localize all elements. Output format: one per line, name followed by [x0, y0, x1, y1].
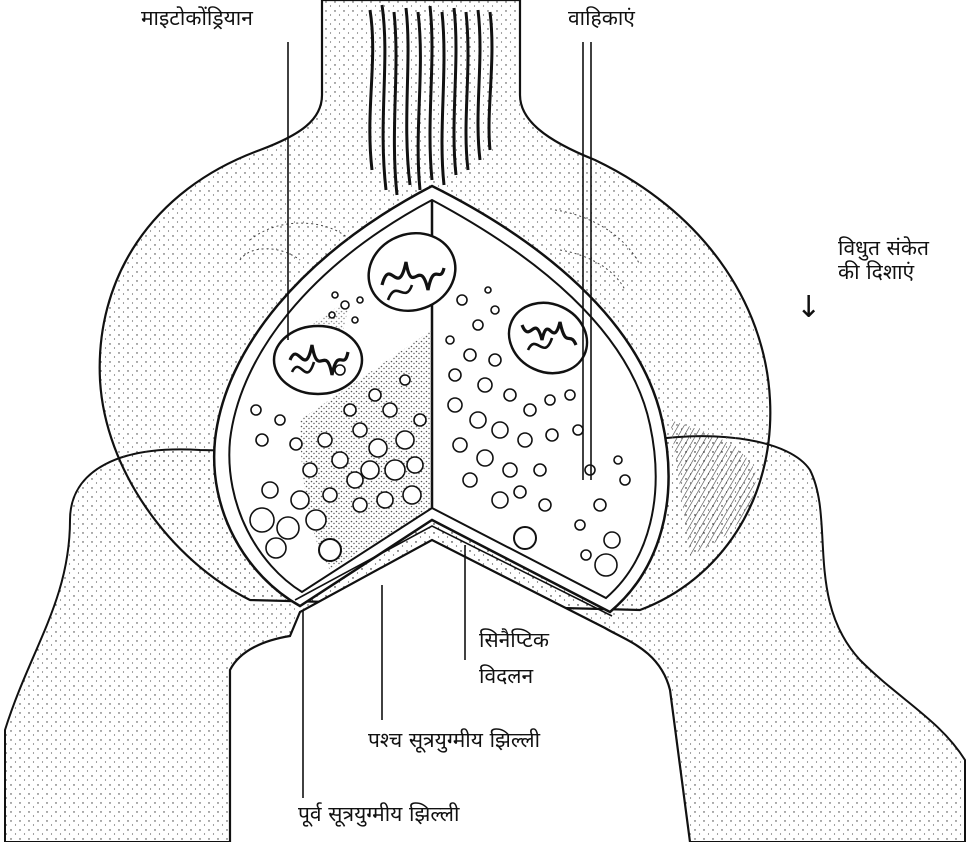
- label-signal-direction: विधुत संकेत की दिशाएं: [838, 236, 929, 284]
- label-presynaptic-membrane: पूर्व सूत्रयुग्मीय झिल्ली: [298, 802, 459, 826]
- label-signal-line2: की दिशाएं: [838, 260, 929, 284]
- label-cleft-line2: विदलन: [479, 664, 549, 688]
- label-mitochondria: माइटोकोंड्रियान: [141, 6, 253, 30]
- label-vesicles: वाहिकाएं: [568, 6, 635, 30]
- label-cleft-line1: सिनैप्टिक: [479, 628, 549, 652]
- label-synaptic-cleft: सिनैप्टिक विदलन: [479, 628, 549, 700]
- label-signal-line1: विधुत संकेत: [838, 236, 929, 260]
- down-arrow-icon: ↓: [796, 290, 821, 325]
- label-postsynaptic-membrane: पश्च सूत्रयुग्मीय झिल्ली: [368, 728, 540, 752]
